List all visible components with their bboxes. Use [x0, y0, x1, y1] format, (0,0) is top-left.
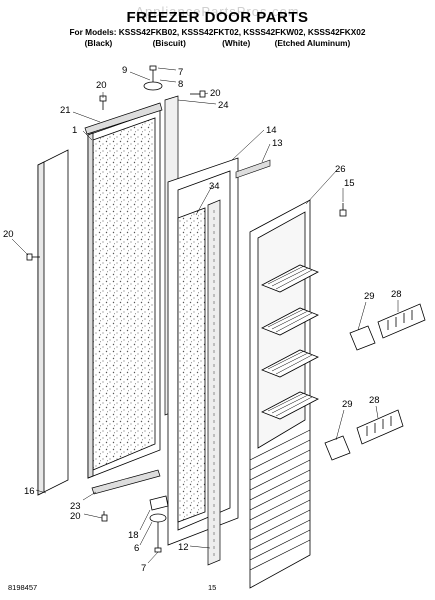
callout-16: 16	[24, 486, 35, 497]
finish-black: (Black)	[84, 38, 113, 48]
callout-20-top-right: 20	[210, 88, 221, 99]
top-hinge	[143, 65, 163, 91]
bottom-hinge	[149, 495, 169, 553]
callout-8: 8	[178, 79, 183, 90]
callout-13: 13	[272, 138, 283, 149]
shelf-end-cap-lower	[324, 435, 351, 461]
callout-7-top: 7	[178, 67, 183, 78]
door-foam-panel	[87, 109, 161, 479]
callout-numbers: 20 9 7 8 20 24 21 1 14 13 34 26 15 20 29…	[3, 65, 402, 574]
callout-24: 24	[218, 100, 229, 111]
callout-28-upper: 28	[391, 289, 402, 300]
shelf-end-cap-upper	[349, 325, 376, 351]
callout-6: 6	[134, 543, 139, 554]
callout-23: 23	[70, 501, 81, 512]
callout-7-bottom: 7	[141, 563, 146, 574]
top-trim-strip	[84, 102, 163, 135]
callout-28-lower: 28	[369, 395, 380, 406]
shelf-bar-lower	[356, 409, 404, 445]
callout-1: 1	[72, 125, 77, 136]
callout-9: 9	[122, 65, 127, 76]
document-number: 8198457	[8, 583, 38, 592]
callout-18: 18	[128, 530, 139, 541]
finish-aluminum: (Etched Aluminum)	[274, 38, 351, 48]
callout-20-top-left: 20	[96, 80, 107, 91]
page-title: FREEZER DOOR PARTS	[126, 9, 309, 26]
callout-29-upper: 29	[364, 291, 375, 302]
door-liner-ribs	[249, 429, 311, 571]
callout-29-lower: 29	[342, 399, 353, 410]
watermark: AppliancePartsPros.com	[135, 4, 300, 19]
screws	[26, 90, 347, 522]
shelf-bar-upper	[377, 303, 426, 339]
callout-21: 21	[60, 105, 71, 116]
callout-20-left: 20	[3, 229, 14, 240]
door-side-strip	[207, 199, 221, 566]
liner-strip	[235, 159, 271, 179]
callout-20-bottom: 20	[70, 511, 81, 522]
finish-biscuit: (Biscuit)	[152, 38, 186, 48]
callout-26: 26	[335, 164, 346, 175]
page-number: 15	[208, 583, 217, 592]
outer-door-panel	[37, 149, 69, 496]
callout-12: 12	[178, 542, 189, 553]
finishes-line: (Black) (Biscuit) (White) (Etched Alumin…	[0, 38, 435, 48]
inner-door-frame	[167, 157, 239, 546]
bottom-trim-strip	[91, 469, 161, 495]
door-shelves	[261, 264, 319, 420]
models-line: For Models: KSSS42FKB02, KSSS42FKT02, KS…	[69, 27, 366, 37]
callout-leaders	[11, 67, 399, 564]
callout-34: 34	[209, 181, 220, 192]
callout-14: 14	[266, 125, 277, 136]
callout-15: 15	[344, 178, 355, 189]
finish-white: (White)	[222, 38, 251, 48]
